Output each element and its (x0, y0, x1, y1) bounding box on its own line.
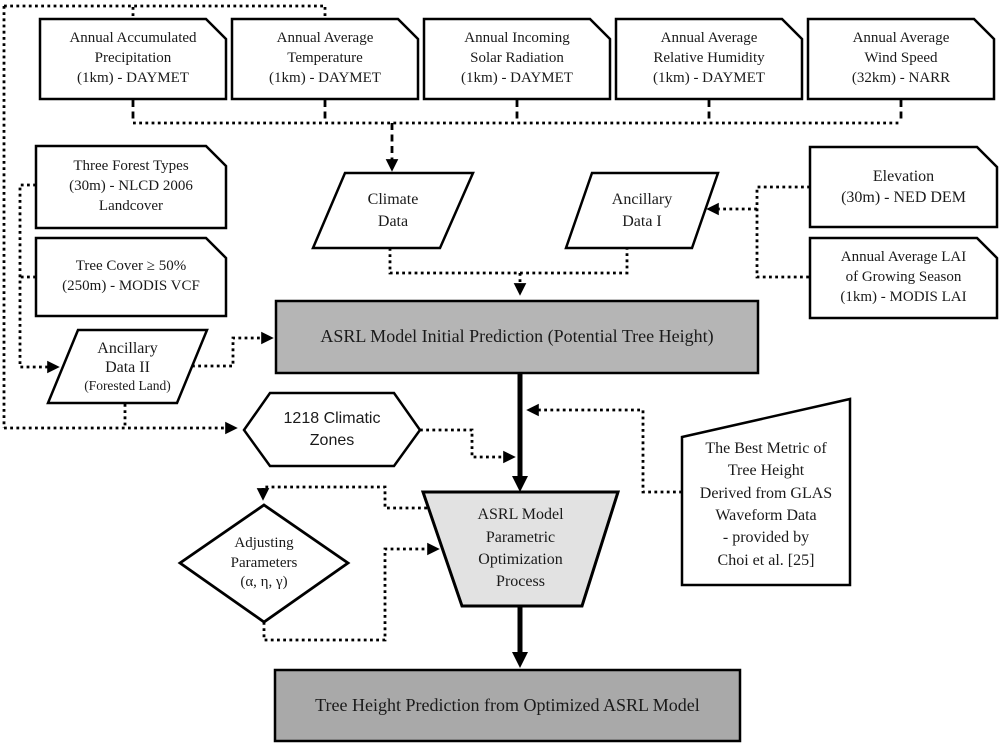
connector-zones-to-mainline (420, 428, 516, 464)
node-wind-speed (806, 17, 996, 101)
connector-elevation-lai-merge (755, 185, 810, 279)
connector-optimization-to-adjust (256, 485, 427, 510)
node-shapes (34, 17, 999, 743)
node-ancillary-data-2 (46, 328, 209, 405)
node-climatic-zones (242, 391, 422, 468)
node-precipitation (38, 17, 228, 101)
connector-climate-ancillary-join (388, 248, 629, 275)
node-optimization-process (420, 490, 621, 608)
node-glas-metric (680, 397, 852, 587)
node-lai (808, 236, 999, 320)
node-ancillary-data-1 (564, 171, 720, 250)
node-initial-prediction (274, 299, 760, 375)
node-climate-data (311, 171, 475, 250)
node-forest-types (34, 144, 228, 230)
connector-ancillary2-to-initial (192, 331, 274, 368)
node-adjusting-parameters (177, 503, 351, 624)
node-final-prediction (273, 668, 742, 743)
connector-forest-to-ancillary2 (18, 183, 60, 374)
dashed-connectors (131, 100, 903, 172)
connector-glas-to-mainline (526, 403, 682, 494)
node-temperature (230, 17, 420, 101)
node-solar-radiation (422, 17, 612, 101)
dotted-connectors (2, 4, 901, 642)
node-elevation (808, 145, 999, 229)
connector-adjust-to-optimization (262, 542, 440, 642)
node-relative-humidity (614, 17, 804, 101)
node-tree-cover (34, 236, 228, 318)
